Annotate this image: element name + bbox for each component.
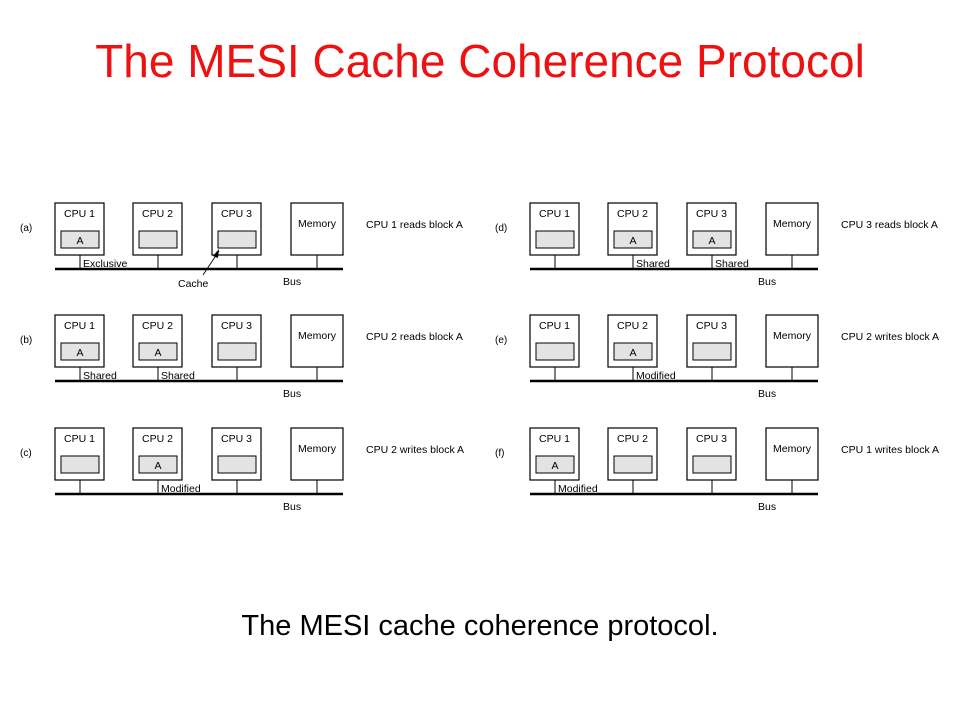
- memory-box: [765, 427, 819, 481]
- cache-box: [535, 342, 575, 361]
- cache-block-label: A: [708, 235, 715, 247]
- cache-box: [535, 455, 575, 474]
- cpu-label: CPU 3: [696, 320, 727, 332]
- memory-box: [290, 314, 344, 368]
- panel-label: (f): [495, 448, 504, 459]
- action-label: CPU 3 reads block A: [841, 219, 938, 231]
- cpu-label: CPU 2: [617, 433, 648, 445]
- cache-box: [138, 342, 178, 361]
- action-label: CPU 2 writes block A: [841, 331, 939, 343]
- cache-block-label: A: [629, 347, 636, 359]
- bus-label: Bus: [283, 501, 301, 513]
- cache-box: [60, 342, 100, 361]
- cache-box: [692, 230, 732, 249]
- slide-title: The MESI Cache Coherence Protocol: [95, 35, 865, 87]
- cache-box: [60, 455, 100, 474]
- cache-box: [613, 342, 653, 361]
- cache-box: [217, 342, 257, 361]
- cache-block-label: A: [629, 235, 636, 247]
- bus-label: Bus: [283, 388, 301, 400]
- cpu-label: CPU 3: [221, 208, 252, 220]
- bus-label: Bus: [758, 276, 776, 288]
- bus-label: Bus: [758, 501, 776, 513]
- cpu-label: CPU 1: [64, 320, 95, 332]
- cache-state-label: Modified: [558, 483, 598, 495]
- cache-state-label: Modified: [161, 483, 201, 495]
- memory-label: Memory: [298, 218, 337, 230]
- cpu-label: CPU 2: [617, 320, 648, 332]
- cpu-label: CPU 2: [617, 208, 648, 220]
- cpu-label: CPU 1: [64, 208, 95, 220]
- cache-block-label: A: [76, 347, 83, 359]
- panel-label: (c): [20, 448, 32, 459]
- cache-state-label: Modified: [636, 370, 676, 382]
- bus-label: Bus: [283, 276, 301, 288]
- cpu-label: CPU 3: [696, 208, 727, 220]
- panel-label: (d): [495, 223, 507, 234]
- cache-box: [692, 342, 732, 361]
- cache-pointer-label: Cache: [178, 278, 209, 290]
- cache-state-label: Shared: [636, 258, 670, 270]
- cpu-label: CPU 2: [142, 433, 173, 445]
- action-label: CPU 1 reads block A: [366, 219, 463, 231]
- memory-label: Memory: [773, 330, 812, 342]
- cache-block-label: A: [76, 235, 83, 247]
- cache-box: [60, 230, 100, 249]
- cpu-label: CPU 3: [221, 320, 252, 332]
- cpu-label: CPU 2: [142, 320, 173, 332]
- cpu-label: CPU 1: [64, 433, 95, 445]
- figure-caption: The MESI cache coherence protocol.: [241, 610, 719, 642]
- action-label: CPU 2 reads block A: [366, 331, 463, 343]
- cache-state-label: Shared: [715, 258, 749, 270]
- cache-pointer-arrowhead: [213, 249, 219, 258]
- memory-box: [290, 202, 344, 256]
- cache-block-label: A: [551, 460, 558, 472]
- cpu-label: CPU 3: [696, 433, 727, 445]
- cpu-label: CPU 2: [142, 208, 173, 220]
- memory-label: Memory: [298, 443, 337, 455]
- memory-box: [765, 314, 819, 368]
- cache-box: [535, 230, 575, 249]
- memory-box: [290, 427, 344, 481]
- cache-state-label: Shared: [161, 370, 195, 382]
- memory-label: Memory: [773, 218, 812, 230]
- cache-state-label: Shared: [83, 370, 117, 382]
- cache-box: [138, 230, 178, 249]
- cpu-label: CPU 1: [539, 433, 570, 445]
- cache-state-label: Exclusive: [83, 258, 128, 270]
- cache-box: [692, 455, 732, 474]
- cache-block-label: A: [154, 460, 161, 472]
- bus-label: Bus: [758, 388, 776, 400]
- cpu-label: CPU 1: [539, 208, 570, 220]
- panel-label: (e): [495, 335, 507, 346]
- cache-box: [217, 230, 257, 249]
- cache-box: [613, 455, 653, 474]
- memory-label: Memory: [773, 443, 812, 455]
- cpu-label: CPU 1: [539, 320, 570, 332]
- panel-label: (b): [20, 335, 32, 346]
- action-label: CPU 2 writes block A: [366, 444, 464, 456]
- cache-box: [217, 455, 257, 474]
- cache-box: [138, 455, 178, 474]
- memory-label: Memory: [298, 330, 337, 342]
- cpu-label: CPU 3: [221, 433, 252, 445]
- panel-label: (a): [20, 223, 32, 234]
- cache-box: [613, 230, 653, 249]
- action-label: CPU 1 writes block A: [841, 444, 939, 456]
- memory-box: [765, 202, 819, 256]
- cache-block-label: A: [154, 347, 161, 359]
